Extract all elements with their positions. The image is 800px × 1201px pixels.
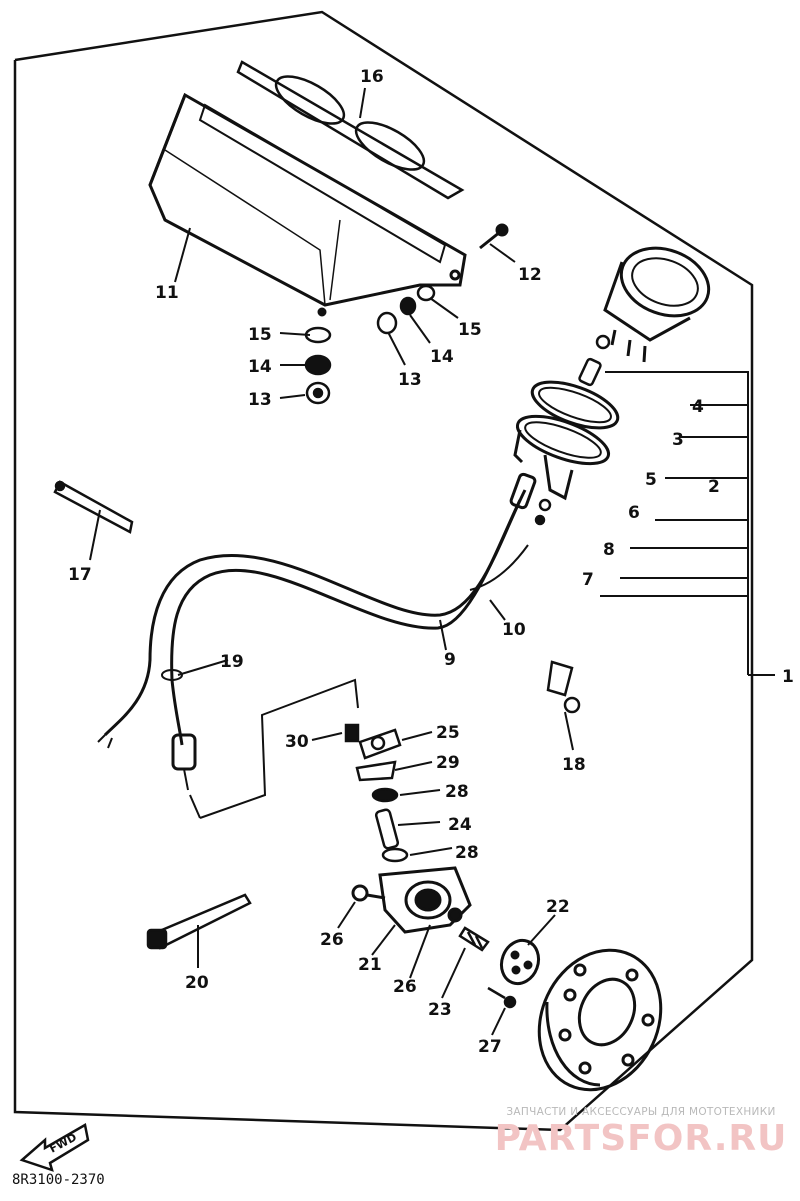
wheel-hub-part: [537, 948, 663, 1092]
watermark-logo: PARTSFOR.RU: [494, 1118, 788, 1159]
gear-parts: [344, 723, 409, 863]
callout-8: 8: [603, 540, 615, 560]
speedometer-cable-part: [97, 472, 537, 791]
callout-24: 24: [448, 815, 472, 835]
callout-10: 10: [502, 620, 526, 640]
callout-labels: 1 2 3 4 5 6 7 8 9 10 11 12 13 13 14 14 1…: [68, 67, 794, 1057]
gear-housing-part: [351, 866, 472, 934]
callout-28-upper: 28: [445, 782, 469, 802]
callout-13-center: 13: [398, 370, 422, 390]
callout-25: 25: [436, 723, 460, 743]
callout-3: 3: [672, 430, 684, 450]
pin-part: [53, 480, 134, 534]
callout-4: 4: [692, 397, 704, 417]
callout-7: 7: [582, 570, 594, 590]
callout-30: 30: [285, 732, 309, 752]
meter-ring-part: [513, 380, 620, 501]
assembly-bracket: [600, 371, 775, 676]
callout-19: 19: [220, 652, 244, 672]
callout-12: 12: [518, 265, 542, 285]
callout-1: 1: [782, 667, 794, 687]
callout-16: 16: [360, 67, 384, 87]
callout-15-center: 15: [458, 320, 482, 340]
callout-18: 18: [562, 755, 586, 775]
watermark-tagline: ЗАПЧАСТИ И АКСЕССУАРЫ ДЛЯ МОТОТЕХНИКИ: [506, 1106, 776, 1118]
callout-17: 17: [68, 565, 92, 585]
leader-lines: [89, 87, 574, 1036]
washer-stack-center: [376, 284, 436, 335]
clutch-part: [499, 938, 541, 986]
callout-26-left: 26: [320, 930, 344, 950]
callout-14-left: 14: [248, 357, 272, 377]
callout-27: 27: [478, 1037, 502, 1057]
callout-2: 2: [708, 477, 720, 497]
callout-23: 23: [428, 1000, 452, 1020]
assembly-frame: [13, 10, 754, 1132]
washer-stack-left: [304, 326, 332, 405]
forward-arrow-icon: FWD: [19, 1123, 90, 1172]
callout-26-lower: 26: [393, 977, 417, 997]
bulb-socket-part: [578, 334, 611, 387]
callout-22: 22: [546, 897, 570, 917]
callout-9: 9: [444, 650, 456, 670]
cable-band-part: [161, 669, 183, 681]
drive-gear-part: [458, 926, 490, 952]
callout-5: 5: [645, 470, 657, 490]
callout-29: 29: [436, 753, 460, 773]
callout-11: 11: [155, 283, 179, 303]
callout-14-center: 14: [430, 347, 454, 367]
callout-13-left: 13: [248, 390, 272, 410]
callout-15-left: 15: [248, 325, 272, 345]
clamp-part: [546, 660, 581, 714]
meter-unit-part: [603, 246, 711, 363]
callout-21: 21: [358, 955, 382, 975]
gear-subassembly-frame: [199, 678, 359, 819]
meter-cover-part: [148, 92, 467, 317]
callout-6: 6: [628, 503, 640, 523]
lever-part: [146, 893, 252, 950]
drawing-number: 8R3100-2370: [12, 1172, 105, 1188]
screw-part: [487, 986, 517, 1009]
bolt-part: [479, 223, 509, 250]
small-washer-part: [534, 498, 552, 526]
gasket-part: [236, 60, 465, 200]
callout-20: 20: [185, 973, 209, 993]
callout-28-lower: 28: [455, 843, 479, 863]
